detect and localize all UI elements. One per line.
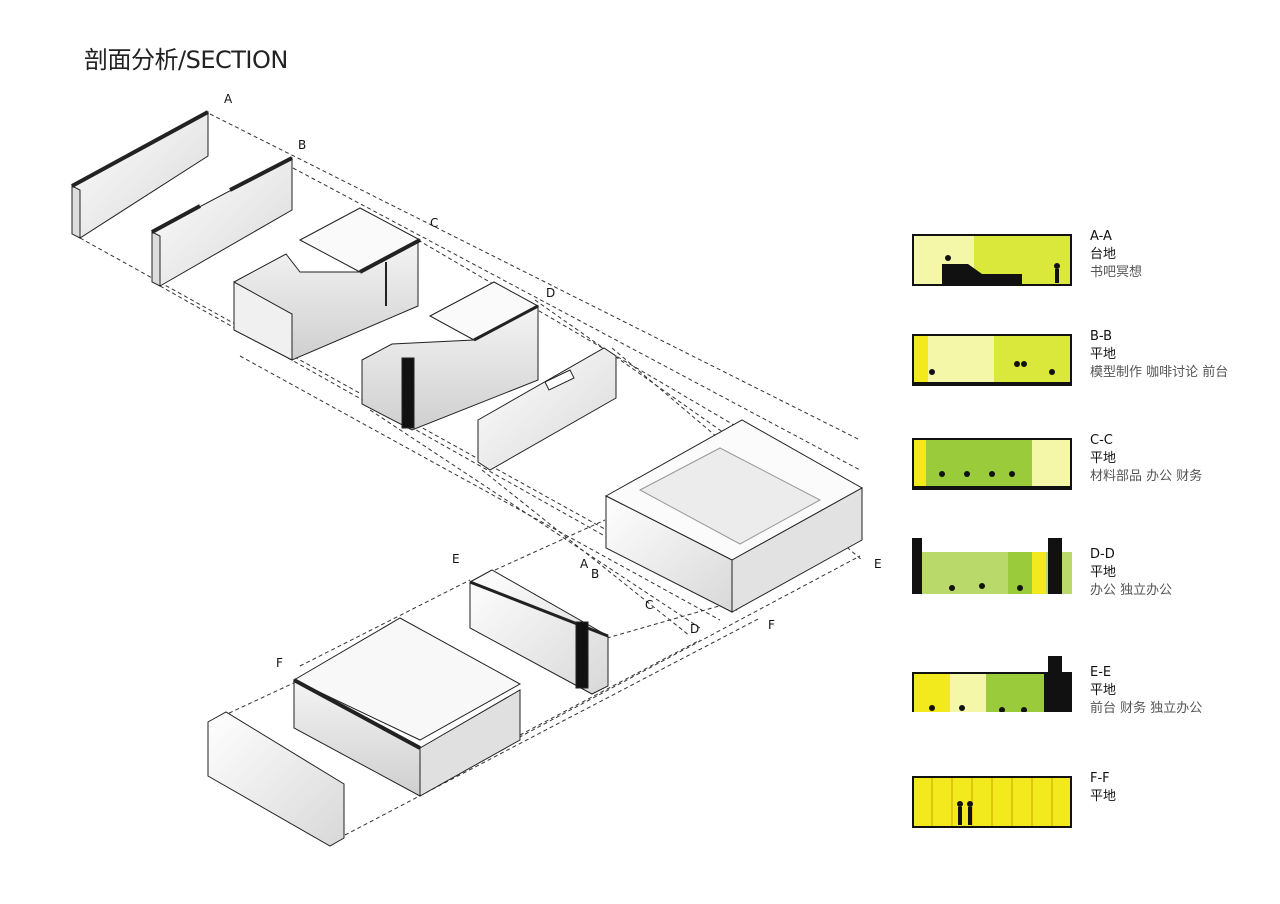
section-thumb-c [912, 438, 1072, 490]
legend-item-f: F-F 平地 [912, 771, 1272, 836]
legend-id: E-E [1090, 665, 1112, 680]
slice-a [71, 110, 209, 239]
section-thumb-e [912, 656, 1072, 712]
legend-activities: 前台 财务 独立办公 [1090, 701, 1203, 716]
section-marker-f-end: F [768, 618, 775, 632]
slice-e [469, 569, 609, 695]
section-marker-a: A [224, 92, 233, 106]
legend-type: 平地 [1090, 789, 1117, 804]
section-thumb-d [912, 538, 1072, 594]
section-thumb-b [912, 334, 1072, 386]
slice-f-wall [207, 711, 345, 847]
section-marker-b-end: B [591, 567, 600, 581]
section-marker-b: B [298, 138, 307, 152]
section-thumb-a [912, 234, 1072, 286]
section-marker-c: C [430, 216, 439, 230]
slice-b [151, 156, 293, 287]
legend-activities: 书吧冥想 [1090, 265, 1143, 280]
slice-e-block [604, 419, 864, 613]
legend-item-e: E-E 平地 前台 财务 独立办公 [912, 656, 1272, 730]
legend-id: D-D [1090, 547, 1115, 562]
legend-id: F-F [1090, 771, 1110, 786]
legend-type: 平地 [1090, 451, 1117, 466]
section-thumb-f [912, 776, 1072, 828]
slice-f [292, 617, 522, 797]
legend-type: 平地 [1090, 565, 1117, 580]
legend-item-b: B-B 平地 模型制作 咖啡讨论 前台 [912, 329, 1272, 394]
section-marker-a-end: A [580, 557, 589, 571]
slice-d-wall [477, 347, 617, 471]
section-marker-d: D [546, 286, 556, 300]
legend-activities: 材料部品 办公 财务 [1090, 469, 1203, 484]
legend-type: 台地 [1090, 247, 1117, 262]
legend-id: C-C [1090, 433, 1113, 448]
section-marker-f: F [276, 656, 283, 670]
legend-type: 平地 [1090, 347, 1117, 362]
slice-c [233, 207, 422, 361]
legend-activities: 办公 独立办公 [1090, 583, 1173, 598]
section-marker-c-end: C [645, 598, 654, 612]
legend-id: B-B [1090, 329, 1113, 344]
legend-item-d: D-D 平地 办公 独立办公 [912, 538, 1272, 612]
section-marker-e: E [452, 552, 460, 566]
slice-d [361, 281, 540, 431]
section-marker-e-end: E [874, 557, 882, 571]
axonometric-section-diagram [71, 110, 864, 847]
legend-id: A-A [1090, 229, 1112, 244]
legend-item-c: C-C 平地 材料部品 办公 财务 [912, 433, 1272, 498]
section-marker-d-end: D [690, 622, 700, 636]
legend-type: 平地 [1090, 683, 1117, 698]
legend-item-a: A-A 台地 书吧冥想 [912, 229, 1272, 294]
page-title: 剖面分析/SECTION [84, 46, 288, 74]
legend-activities: 模型制作 咖啡讨论 前台 [1090, 365, 1229, 380]
